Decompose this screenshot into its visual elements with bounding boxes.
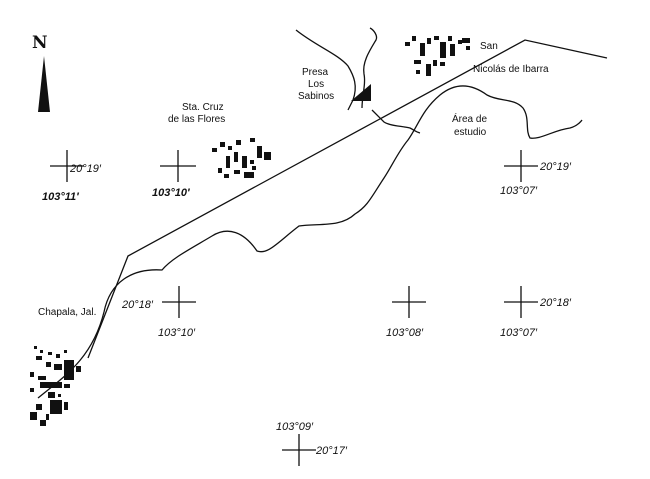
coord-lon-10311: 103°11′ — [42, 191, 80, 203]
label-sabinos: Sabinos — [298, 91, 334, 102]
grid-cross — [282, 434, 316, 466]
coord-lon-10307-top: 103°07′ — [500, 185, 538, 197]
grid-cross — [162, 286, 196, 318]
north-arrow: N — [32, 33, 50, 112]
town-sta-cruz — [212, 138, 271, 178]
label-san: San — [480, 41, 498, 52]
coord-lat-2018-right: 20°18′ — [539, 297, 572, 309]
canal-line — [371, 109, 421, 134]
label-nicolas-de-ibarra: Nicolás de Ibarra — [473, 64, 549, 75]
town-san-nicolas — [405, 36, 470, 76]
dam-triangle-icon — [351, 84, 371, 101]
north-label: N — [32, 33, 48, 53]
town-chapala — [30, 346, 81, 426]
coord-lat-2017: 20°17′ — [315, 445, 348, 457]
label-presa: Presa — [302, 67, 329, 78]
grid-cross — [504, 286, 538, 318]
label-sta-cruz: Sta. Cruz — [182, 102, 224, 113]
coord-lon-10308: 103°08′ — [386, 327, 424, 339]
grid-cross — [392, 286, 426, 318]
north-arrow-icon — [38, 56, 50, 112]
coord-lat-2019-left: 20°19′ — [69, 163, 102, 175]
label-de-las-flores: de las Flores — [168, 114, 225, 125]
label-los: Los — [308, 79, 324, 90]
grid-cross — [160, 150, 196, 182]
label-estudio: estudio — [454, 127, 487, 138]
highway-line — [87, 39, 608, 359]
grid-cross — [504, 150, 538, 182]
coord-lat-2018-left: 20°18′ — [121, 299, 154, 311]
coord-lon-10310-top: 103°10′ — [152, 187, 191, 199]
reservoir-west-shore — [295, 29, 356, 111]
coord-lon-10310-bottom: 103°10′ — [158, 327, 196, 339]
label-chapala: Chapala, Jal. — [38, 307, 96, 318]
coordinate-crosses — [50, 150, 538, 466]
label-area-de: Área de — [452, 112, 487, 125]
lake-shoreline — [37, 85, 583, 399]
coord-lon-10309: 103°09′ — [276, 421, 314, 433]
coord-lat-2019-right: 20°19′ — [539, 161, 572, 173]
grid-cross — [50, 150, 84, 182]
coord-lon-10307-bottom: 103°07′ — [500, 327, 538, 339]
